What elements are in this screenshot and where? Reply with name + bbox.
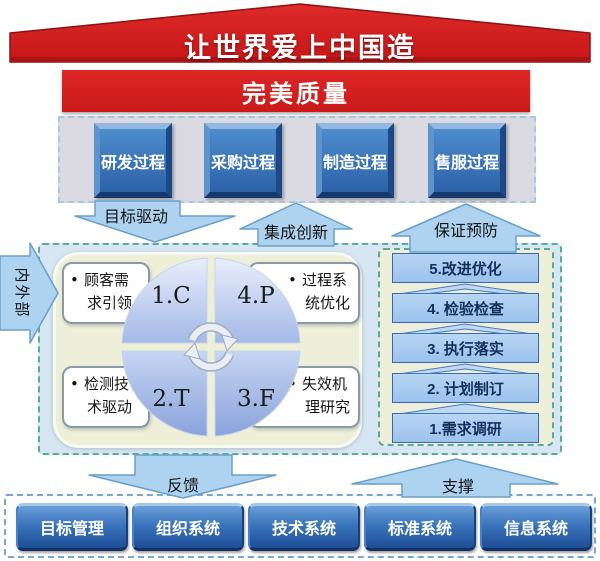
note-failure-mechanism: •失效机 理研究: [288, 373, 350, 420]
roof-banner-shape: [9, 3, 591, 63]
note-customer-needs: •顾客需 求引领: [70, 271, 133, 313]
step-chevron-icon: [401, 323, 530, 334]
step-4-inspect: 4. 检验检查: [392, 293, 539, 323]
bullet-icon: •: [70, 375, 79, 393]
foundation-organization-system: 组织系统: [132, 503, 244, 551]
quadrant-label-f: 3.F: [237, 386, 275, 412]
process-block-service: 售服过程: [428, 123, 506, 198]
quadrant-p: [214, 257, 301, 344]
step-2-plan: 2. 计划制订: [392, 373, 539, 403]
quadrant-f: [214, 350, 301, 437]
label-support: 支撑: [442, 477, 475, 496]
step-5-improve: 5.改进优化: [392, 253, 539, 283]
quadrant-label-p: 4.P: [237, 283, 275, 309]
note-testing-tech: •检测技 术驱动: [70, 375, 133, 417]
step-chevron-icon: [401, 403, 530, 414]
foundation-goal-management: 目标管理: [16, 503, 128, 551]
roof-bottom-bevel: [10, 57, 590, 62]
quadrant-label-c: 1.C: [151, 283, 191, 309]
step-3-execute: 3. 执行落实: [392, 333, 539, 363]
step-1-research: 1.需求调研: [392, 413, 539, 443]
main-title: 让世界爱上中国造: [184, 33, 416, 63]
label-assure-prevent: 保证预防: [434, 221, 499, 240]
process-block-rd: 研发过程: [94, 123, 172, 198]
foundation-information-system: 信息系统: [480, 503, 592, 551]
label-integration-innovation: 集成创新: [264, 223, 329, 242]
pdca-cycle-circle: [121, 257, 301, 437]
process-block-manufacturing: 制造过程: [316, 123, 394, 198]
step-chevron-icon: [401, 283, 530, 294]
label-feedback: 反馈: [167, 476, 200, 495]
bullet-icon: •: [70, 271, 79, 289]
quality-bar: 完美质量: [62, 70, 530, 112]
label-internal-external: 内外部: [13, 267, 31, 319]
cycle-arrows-icon: [183, 322, 239, 372]
quadrant-t: [121, 350, 208, 437]
foundation-technology-system: 技术系统: [248, 503, 360, 551]
step-chevron-icon: [401, 363, 530, 374]
process-block-procurement: 采购过程: [204, 123, 282, 198]
foundation-standard-system: 标准系统: [364, 503, 476, 551]
label-goal-driven: 目标驱动: [104, 207, 169, 226]
bullet-icon: •: [288, 271, 297, 289]
quadrant-label-t: 2.T: [152, 386, 190, 412]
note-process-system: •过程系 统优化: [288, 271, 351, 313]
quadrant-c: [121, 257, 208, 344]
